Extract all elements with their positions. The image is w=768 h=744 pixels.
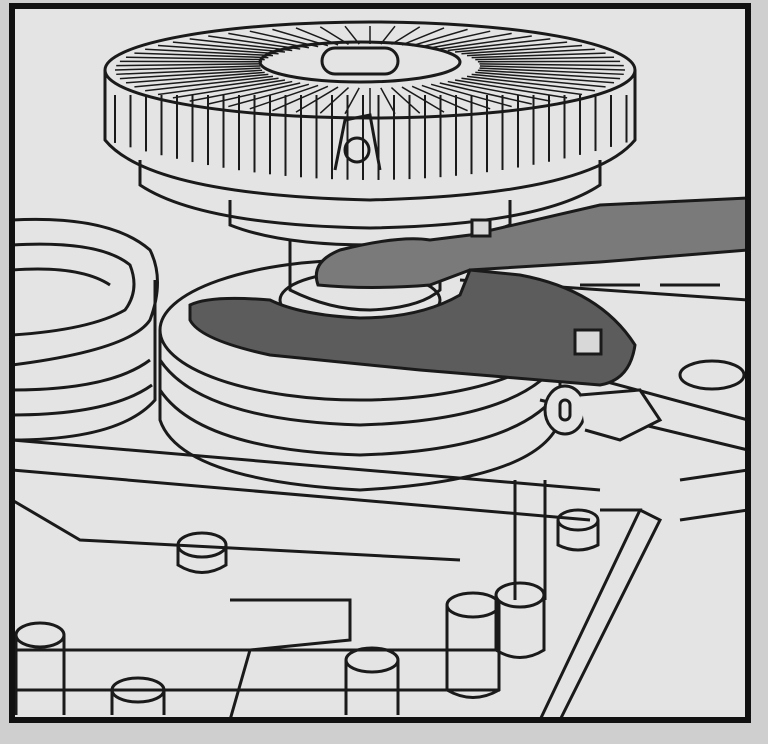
- bolt: [14, 621, 66, 715]
- fin: [454, 41, 568, 53]
- fin: [114, 65, 261, 71]
- fin: [471, 73, 606, 88]
- fin: [249, 84, 319, 110]
- fin: [319, 87, 350, 114]
- fin: [272, 28, 329, 47]
- fin: [454, 79, 568, 99]
- fin: [116, 63, 261, 67]
- lower-spanner-wrench: [188, 268, 637, 387]
- fin: [319, 26, 349, 46]
- fin: [475, 71, 615, 84]
- fin: [145, 75, 274, 92]
- fin: [228, 83, 310, 108]
- fin: [471, 52, 606, 59]
- fin: [479, 65, 626, 71]
- fin: [145, 48, 274, 57]
- fin: [119, 69, 263, 80]
- fin: [411, 28, 468, 47]
- fin: [466, 75, 595, 92]
- fin: [228, 32, 310, 49]
- wrench-bolt-head: [573, 328, 603, 356]
- wrenches: [188, 196, 750, 442]
- fin: [157, 77, 279, 96]
- fin: [189, 38, 293, 52]
- fin: [116, 67, 261, 76]
- fin: [447, 38, 551, 52]
- fin: [391, 26, 421, 46]
- fin: [390, 87, 421, 114]
- illustration-frame: [9, 3, 751, 723]
- fin: [157, 44, 279, 55]
- fin: [421, 30, 491, 48]
- fin: [479, 67, 624, 76]
- fin: [401, 27, 445, 46]
- fin: [475, 56, 615, 61]
- fin: [439, 35, 532, 50]
- fin: [344, 25, 360, 45]
- fin: [249, 30, 319, 48]
- fin: [189, 80, 293, 102]
- bolt: [110, 676, 166, 715]
- fin: [172, 41, 286, 53]
- fin: [461, 77, 583, 96]
- fin: [466, 48, 595, 57]
- fin: [477, 69, 621, 80]
- fin: [172, 79, 286, 99]
- bolt: [556, 508, 600, 552]
- fin: [295, 27, 339, 46]
- bolt: [445, 591, 501, 699]
- wrench-pivot: [543, 384, 663, 442]
- fin: [208, 35, 301, 50]
- bolt: [176, 531, 228, 574]
- fin: [134, 52, 269, 59]
- bolts: [14, 508, 600, 715]
- fin: [461, 44, 583, 55]
- fin: [380, 87, 396, 115]
- upper-holding-wrench: [314, 196, 750, 289]
- fan-clutch-fins: [114, 25, 628, 180]
- fin: [125, 56, 265, 61]
- fin: [479, 63, 624, 67]
- fin: [125, 71, 265, 84]
- wrench-nut-square: [470, 218, 492, 238]
- fin: [401, 86, 445, 113]
- bolt: [344, 646, 400, 715]
- fin: [380, 25, 396, 45]
- fin: [430, 32, 512, 49]
- fin: [439, 82, 532, 105]
- bolt: [494, 581, 546, 659]
- fin: [134, 73, 269, 88]
